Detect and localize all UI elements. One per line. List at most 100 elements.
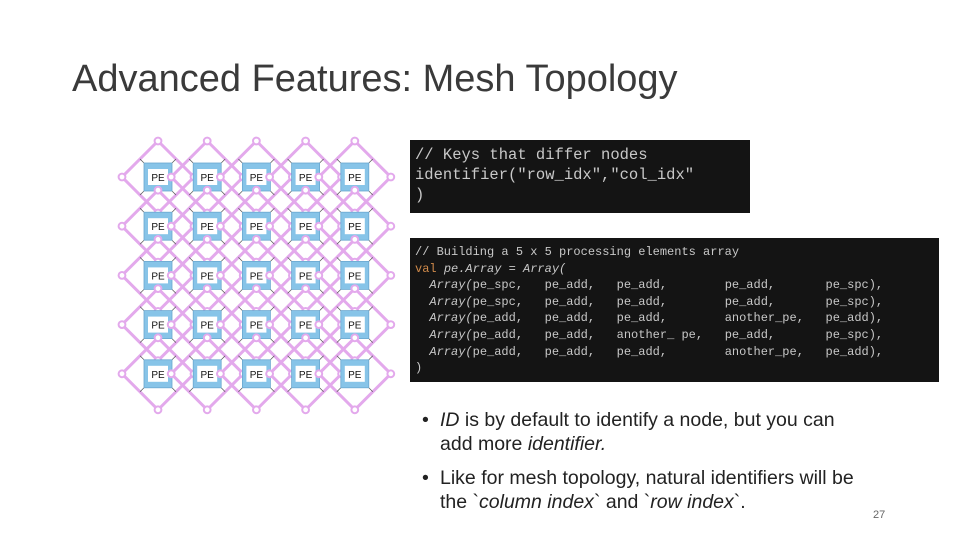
pe-node-label-bg: [246, 316, 267, 333]
pe-node-label: PE: [201, 222, 215, 233]
pe-node-label-bg: [295, 169, 316, 185]
code-array-call: Array(: [429, 278, 473, 293]
code-line: identifier("row_idx","col_idx": [415, 166, 695, 184]
pe-node-label-bg: [246, 218, 267, 235]
code-identifier: pe.Array: [443, 261, 502, 276]
mesh-junction: [202, 185, 212, 195]
pe-node-label: PE: [299, 173, 313, 184]
code-array-call: Array(: [429, 344, 473, 359]
mesh-junction: [301, 185, 311, 195]
mesh-junction: [153, 235, 163, 244]
code-array-element: pe_add,: [616, 294, 725, 309]
mesh-junction: [216, 172, 225, 182]
bullet-item: • Like for mesh topology, natural identif…: [422, 466, 862, 514]
mesh-junction: [252, 235, 261, 244]
pe-node-label-bg: [148, 365, 168, 382]
mesh-junction: [117, 271, 127, 280]
mesh-junction: [301, 333, 311, 343]
pe-node-label: PE: [348, 370, 362, 381]
pe-node-label-bg: [246, 169, 267, 185]
mesh-junction: [252, 185, 261, 195]
bullet-text: identifier.: [527, 433, 607, 455]
pe-node-label-bg: [197, 365, 218, 382]
pe-node-label-bg: [148, 267, 168, 284]
pe-node-label: PE: [299, 370, 313, 381]
code-array-row: Array(pe_spc, pe_add, pe_add, pe_add, pe…: [415, 294, 939, 311]
mesh-junction: [216, 369, 225, 379]
code-array-row: Array(pe_add, pe_add, pe_add, another_pe…: [415, 344, 939, 361]
pe-node-label: PE: [201, 370, 215, 381]
pe-node-label: PE: [348, 271, 362, 282]
pe-node-label-bg: [148, 316, 168, 333]
bullet-marker: •: [422, 467, 429, 489]
mesh-junction: [350, 284, 360, 294]
code-array-element: pe_add),: [825, 311, 884, 326]
mesh-junction: [314, 271, 324, 280]
code-array-element: pe_add,: [544, 327, 617, 342]
mesh-junction: [252, 284, 261, 294]
pe-node-label: PE: [250, 271, 264, 282]
pe-node-label: PE: [201, 271, 215, 282]
pe-node-label: PE: [250, 222, 264, 233]
pe-node-label: PE: [250, 173, 264, 184]
pe-node-label: PE: [151, 321, 165, 332]
mesh-junction: [153, 284, 163, 294]
code-array-element: pe_add,: [544, 294, 617, 309]
code-array-element: pe_add,: [544, 311, 617, 326]
pe-node-label-bg: [197, 218, 218, 235]
pe-node-label: PE: [250, 370, 264, 381]
pe-node-label-bg: [295, 218, 316, 235]
code-array-element: pe_add,: [472, 311, 545, 326]
code-array-call: Array(: [429, 294, 473, 309]
bullet-text: Like for mesh topology, natural identifi…: [440, 467, 854, 513]
mesh-junction: [301, 284, 311, 294]
mesh-junction: [202, 284, 212, 294]
mesh-junction: [216, 271, 225, 280]
pe-node-label: PE: [348, 222, 362, 233]
mesh-junction: [252, 333, 261, 343]
bullet-text: ` and `: [593, 491, 651, 513]
mesh-junction: [202, 136, 212, 146]
mesh-junction: [314, 320, 324, 330]
bullet-text: `.: [733, 491, 746, 513]
pe-node-label-bg: [344, 218, 365, 235]
code-array-row: Array(pe_spc, pe_add, pe_add, pe_add, pe…: [415, 277, 939, 294]
mesh-junction: [153, 405, 163, 415]
code-token: [415, 345, 429, 359]
code-token: [415, 278, 429, 292]
code-declaration: val pe.Array = Array(: [415, 261, 939, 278]
mesh-junction: [301, 136, 311, 146]
code-comment-text: // Building a 5 x 5 processing elements …: [415, 245, 740, 259]
mesh-junction: [216, 320, 225, 330]
mesh-junction: [350, 185, 360, 195]
pe-node-label: PE: [299, 271, 313, 282]
mesh-junction: [166, 271, 176, 280]
pe-node-label-bg: [295, 365, 316, 382]
mesh-junction: [301, 235, 311, 244]
code-token: [415, 295, 429, 309]
mesh-junction: [301, 405, 311, 415]
mesh-junction: [350, 235, 360, 244]
mesh-junction: [386, 271, 396, 280]
bullet-list: •ID is by default to identify a node, bu…: [422, 408, 862, 524]
code-array-call: Array(: [429, 327, 473, 342]
pe-node-label-bg: [197, 169, 218, 185]
pe-node-label: PE: [201, 321, 215, 332]
code-array-element: pe_spc,: [472, 278, 545, 293]
slide-title: Advanced Features: Mesh Topology: [72, 58, 678, 100]
bullet-item: •ID is by default to identify a node, bu…: [422, 408, 862, 456]
pe-node-label-bg: [148, 218, 168, 235]
mesh-junction: [202, 405, 212, 415]
pe-node-label-bg: [295, 267, 316, 284]
code-array-element: pe_add,: [544, 278, 617, 293]
code-array-element: pe_add,: [472, 344, 545, 359]
code-token: [415, 328, 429, 342]
code-token: [437, 262, 444, 276]
mesh-junction: [386, 221, 396, 231]
mesh-junction: [117, 172, 127, 182]
mesh-junction: [117, 369, 127, 379]
pe-node-label: PE: [151, 173, 165, 184]
code-array-element: pe_spc),: [825, 327, 884, 342]
